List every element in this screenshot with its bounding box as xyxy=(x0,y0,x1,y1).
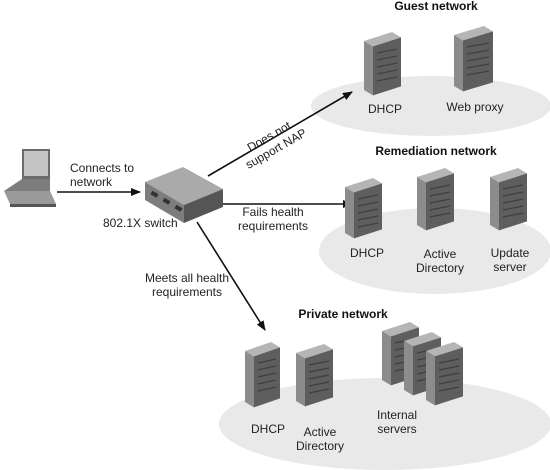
private-network-servers xyxy=(245,322,463,408)
label-line: Active xyxy=(424,247,457,261)
switch-to-guest-arrow xyxy=(207,91,353,177)
guest-path-label: Does notsupport NAP xyxy=(236,113,309,171)
label-line: requirements xyxy=(238,219,308,233)
guest-network-title: Guest network xyxy=(394,0,478,13)
guest-web-proxy-label: Web proxy xyxy=(446,100,503,114)
switch-to-private-arrow xyxy=(196,221,266,331)
remediation-active-directory-server-icon xyxy=(417,168,454,231)
private-active-directory-server-icon xyxy=(296,344,333,407)
label-line: network xyxy=(70,175,113,189)
label-line: DHCP xyxy=(350,246,384,260)
private-dhcp-label: DHCP xyxy=(251,422,285,436)
private-network-title: Private network xyxy=(298,307,388,321)
remediation-network-title: Remediation network xyxy=(375,144,497,158)
label-line: Active xyxy=(304,425,337,439)
label-line: Directory xyxy=(416,261,464,275)
guest-network-servers xyxy=(364,26,493,96)
label-line: requirements xyxy=(152,285,222,299)
remediation-update-server-icon xyxy=(490,168,527,231)
label-line: server xyxy=(493,260,526,274)
label-line: Directory xyxy=(296,439,344,453)
private-dhcp-server-icon xyxy=(245,342,280,408)
laptop-icon xyxy=(4,149,56,207)
label-line: Fails health xyxy=(242,205,303,219)
label-line: Web proxy xyxy=(446,100,503,114)
guest-web-proxy-server-icon xyxy=(454,26,493,92)
switch-label: 802.1X switch xyxy=(103,216,178,230)
label-line: DHCP xyxy=(251,422,285,436)
label-line: DHCP xyxy=(368,102,402,116)
private-internal-server-icon xyxy=(426,342,463,406)
label-line: Internal xyxy=(377,408,417,422)
network-switch-icon xyxy=(145,167,223,223)
label-line: Meets all health xyxy=(145,271,229,285)
remediation-dhcp-label: DHCP xyxy=(350,246,384,260)
guest-dhcp-label: DHCP xyxy=(368,102,402,116)
remediation-network-servers xyxy=(345,168,527,239)
guest-network-zone xyxy=(311,76,550,136)
remediation-dhcp-server-icon xyxy=(345,178,382,239)
guest-dhcp-server-icon xyxy=(364,32,401,96)
label-line: servers xyxy=(377,422,416,436)
label-line: Update xyxy=(491,246,530,260)
label-line: Connects to xyxy=(70,161,134,175)
